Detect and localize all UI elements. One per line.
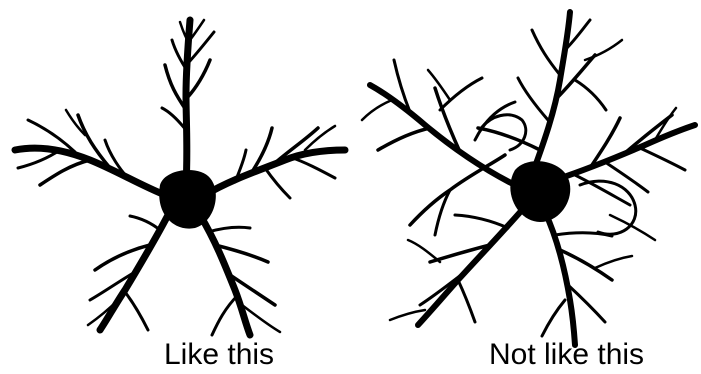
caption-not-like-this: Not like this [489,337,644,373]
simple-neuron-drawing [0,0,350,374]
caption-like-this: Like this [164,337,274,373]
tangled-neuron-drawing [350,0,701,374]
simple-neuron-figure [0,0,350,374]
tangled-neuron-figure [350,0,701,374]
